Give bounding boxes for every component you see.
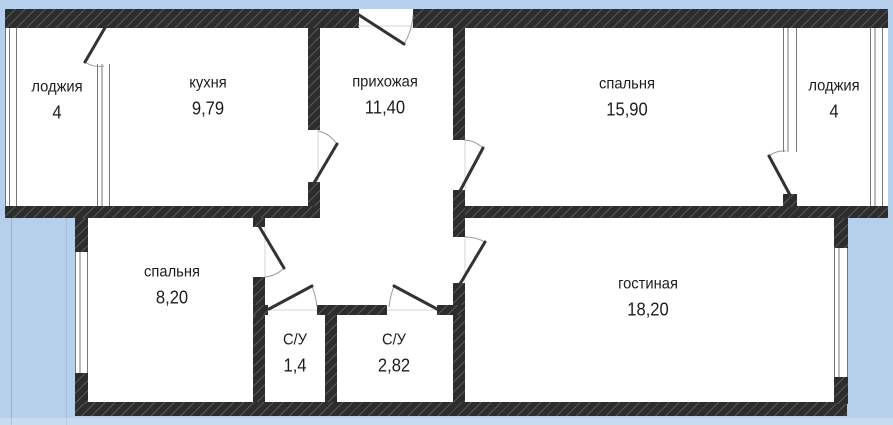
hallway-passage-floor [320, 206, 463, 218]
room-area: 8,20 [155, 287, 189, 308]
room-label-hallway: прихожая 11,40 [352, 74, 418, 117]
bedroom-bottom-window [75, 252, 88, 373]
door-arcs [84, 14, 787, 308]
entrance-door-leaf [357, 13, 406, 46]
room-label-bathroom-large: С/У 2,82 [378, 332, 410, 375]
room-area: 15,90 [606, 99, 648, 120]
room-area: 2,82 [377, 355, 411, 376]
room-area: 11,40 [364, 97, 406, 118]
room-label-loggia-left: лоджия 4 [31, 79, 82, 122]
wall-middle-right [463, 206, 888, 218]
loggia-left-partition-window [97, 64, 110, 206]
loggia-right-door-leaf [767, 154, 792, 197]
bedroom-bottom-door-leaf [257, 224, 286, 270]
room-name: спальня [144, 263, 200, 281]
loggia-right-window [870, 28, 883, 206]
room-name: С/У [282, 331, 308, 349]
wall-middle-left [5, 206, 320, 218]
room-area: 1,4 [283, 355, 307, 376]
bedroom-top-door-arc [463, 139, 484, 149]
bathroom-small-door-leaf [267, 284, 314, 311]
room-name: лоджия [31, 78, 83, 96]
wall-bathroom-top-b [317, 305, 387, 315]
loggia-right-partition-window [783, 28, 797, 152]
wall-bathroom-divider [325, 315, 337, 402]
room-area: 4 [829, 101, 839, 122]
room-name: прихожая [352, 73, 418, 91]
kitchen-door-leaf [312, 142, 339, 185]
wall-kitchen-hallway-lower [308, 182, 320, 206]
bathroom-small-door-arc [311, 285, 318, 308]
room-label-living-room: гостиная 18,20 [618, 276, 678, 319]
door-leaves [83, 13, 792, 311]
wall-bedroom-bottom-east-upper [253, 218, 265, 227]
background-edge-line [11, 218, 12, 425]
room-area: 4 [52, 102, 62, 123]
room-name: гостиная [618, 275, 678, 293]
wall-bathroom-top-a [253, 305, 268, 315]
loggia-right-door-arc [768, 150, 787, 157]
room-name: С/У [381, 331, 407, 349]
entrance-door-arc [403, 14, 414, 45]
wall-bathroom-top-c [437, 305, 465, 315]
bathroom-large-door-arc [388, 285, 395, 308]
loggia-left-door-arc [84, 61, 105, 67]
room-label-kitchen: кухня 9,79 [189, 75, 226, 118]
bedroom-top-door-leaf [458, 146, 485, 193]
background-edge-line [66, 218, 67, 425]
wall-left-lower-lower [75, 373, 88, 404]
room-name: спальня [599, 75, 655, 93]
upper-rooms-floor [5, 28, 888, 206]
room-label-loggia-right: лоджия 4 [808, 78, 859, 121]
wall-right-lower-upper [834, 218, 848, 248]
wall-hallway-bedroom-upper [453, 28, 465, 140]
background-bottom-strip [0, 418, 893, 425]
wall-top-right [413, 9, 888, 28]
loggia-left-window [5, 28, 17, 206]
wall-hallway-bedroom-middle [453, 190, 465, 237]
wall-top-left [5, 9, 359, 28]
wall-loggia-right-stub [783, 194, 797, 207]
room-label-bedroom-top: спальня 15,90 [599, 76, 655, 119]
wall-kitchen-hallway-upper [308, 28, 320, 130]
wall-right-lower-lower [834, 377, 848, 404]
loggia-left-door-leaf [83, 24, 108, 64]
room-label-bedroom-bottom: спальня 8,20 [144, 264, 200, 307]
wall-bottom [75, 402, 847, 416]
bathroom-large-door-leaf [392, 284, 439, 311]
kitchen-door-arc [317, 130, 338, 145]
room-name: кухня [189, 74, 227, 92]
living-room-window [834, 248, 848, 377]
living-room-door-arc [464, 236, 486, 243]
wall-left-lower-upper [75, 218, 88, 252]
room-label-bathroom-small: С/У 1,4 [283, 332, 307, 375]
door-threshold-lines [264, 25, 466, 311]
room-area: 9,79 [191, 98, 225, 119]
room-name: лоджия [808, 77, 860, 95]
room-area: 18,20 [627, 299, 669, 320]
living-room-door-leaf [458, 240, 487, 286]
bedroom-bottom-door-arc [264, 267, 285, 278]
